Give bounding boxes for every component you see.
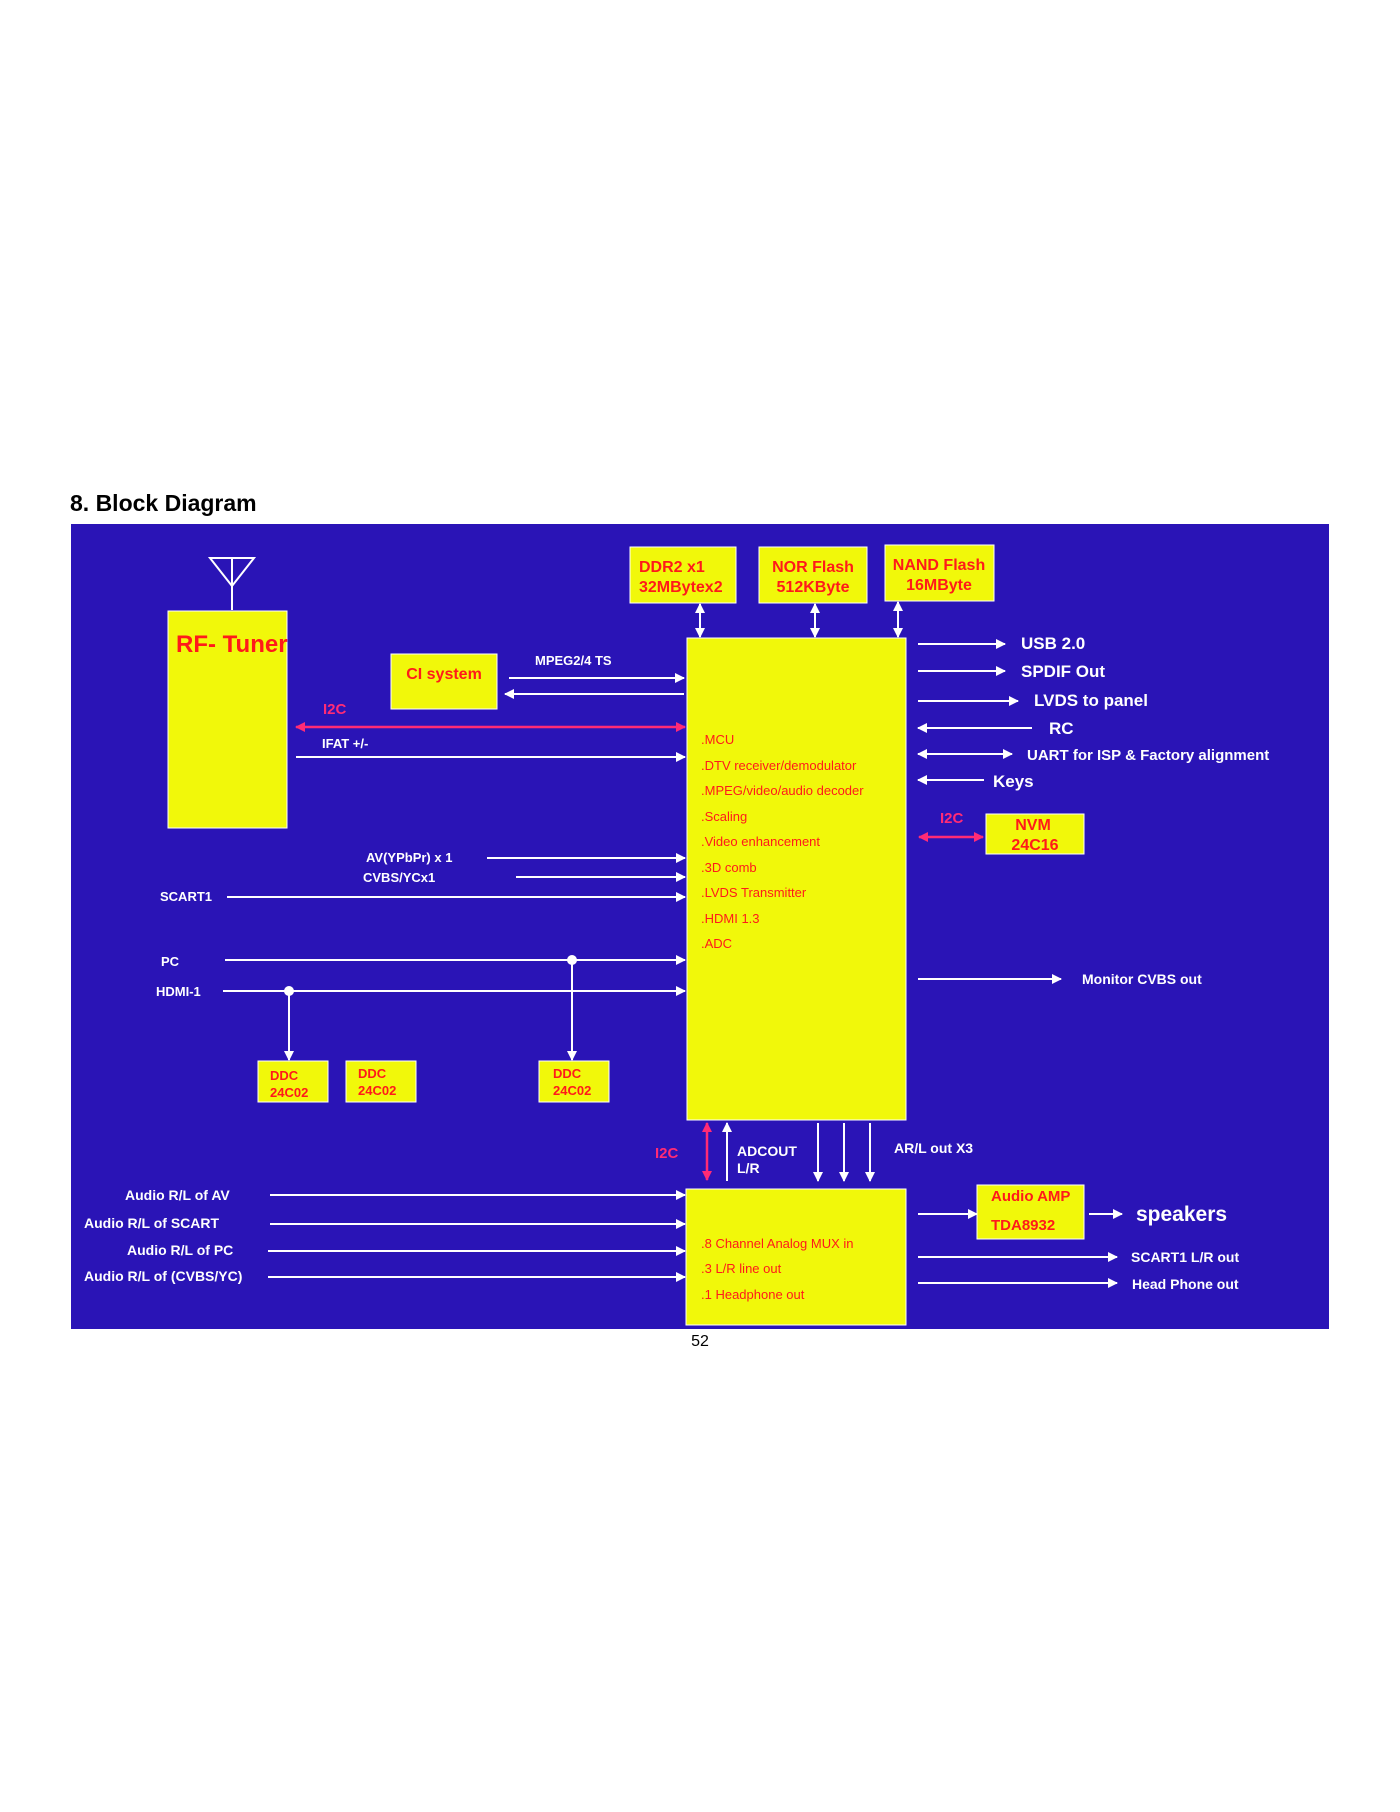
ddc-2-label-line1: DDC bbox=[358, 1066, 387, 1081]
nand-flash-block: NAND Flash 16MByte bbox=[884, 544, 995, 602]
nor-flash-block: NOR Flash 512KByte bbox=[758, 546, 868, 604]
soc-feature-dtv: .DTV receiver/demodulator bbox=[701, 758, 857, 773]
audio-input-cvbs-label: Audio R/L of (CVBS/YC) bbox=[84, 1268, 242, 1284]
audio-amp-label-line1: Audio AMP bbox=[991, 1188, 1070, 1205]
rc-label: RC bbox=[1049, 719, 1074, 738]
audio-mux-feature-lineout: .3 L/R line out bbox=[701, 1261, 782, 1276]
i2c-tuner-label: I2C bbox=[323, 701, 347, 718]
usb-label: USB 2.0 bbox=[1021, 634, 1085, 653]
soc-feature-video: .Video enhancement bbox=[701, 834, 820, 849]
ddc-3-label-line2: 24C02 bbox=[553, 1083, 591, 1098]
ddc-3-label-line1: DDC bbox=[553, 1066, 582, 1081]
nor-flash-label-line2: 512KByte bbox=[777, 579, 850, 596]
cvbs-yc-label: CVBS/YCx1 bbox=[363, 870, 435, 885]
scart1-lr-out-label: SCART1 L/R out bbox=[1131, 1249, 1239, 1265]
keys-label: Keys bbox=[993, 772, 1034, 791]
nvm-label-line1: NVM bbox=[1015, 817, 1051, 834]
ddr2-block: DDR2 x1 32MBytex2 bbox=[629, 546, 737, 604]
audio-amp-label-line2: TDA8932 bbox=[991, 1217, 1055, 1234]
headphone-out-label: Head Phone out bbox=[1132, 1276, 1239, 1292]
page-heading: 8. Block Diagram bbox=[70, 490, 257, 516]
ddc-1-label-line1: DDC bbox=[270, 1068, 299, 1083]
lvds-label: LVDS to panel bbox=[1034, 691, 1148, 710]
nand-flash-label-line2: 16MByte bbox=[906, 577, 972, 594]
ddc-block-1: DDC 24C02 bbox=[257, 1060, 329, 1103]
ddc-1-label-line2: 24C02 bbox=[270, 1085, 308, 1100]
av-ypbpr-label: AV(YPbPr) x 1 bbox=[366, 850, 452, 865]
ci-system-block: CI system bbox=[390, 653, 498, 710]
nvm-block: NVM 24C16 bbox=[985, 813, 1085, 855]
monitor-cvbs-label: Monitor CVBS out bbox=[1082, 971, 1202, 987]
adcout-label-line1: ADCOUT bbox=[737, 1143, 797, 1159]
rf-tuner-block: RF- Tuner bbox=[167, 610, 288, 829]
audio-mux-feature-headphone: .1 Headphone out bbox=[701, 1287, 805, 1302]
audio-input-pc-label: Audio R/L of PC bbox=[127, 1242, 233, 1258]
ddc-block-2: DDC 24C02 bbox=[345, 1060, 417, 1103]
audio-mux-block: .8 Channel Analog MUX in .3 L/R line out… bbox=[685, 1188, 907, 1326]
soc-feature-mcu: .MCU bbox=[701, 732, 734, 747]
hdmi-junction-dot bbox=[284, 986, 294, 996]
scart1-label: SCART1 bbox=[160, 889, 212, 904]
speakers-label: speakers bbox=[1136, 1203, 1227, 1226]
soc-feature-lvds: .LVDS Transmitter bbox=[701, 885, 807, 900]
nvm-label-line2: 24C16 bbox=[1011, 837, 1058, 854]
soc-feature-mpeg: .MPEG/video/audio decoder bbox=[701, 783, 864, 798]
ifat-label: IFAT +/- bbox=[322, 736, 368, 751]
audio-input-av-label: Audio R/L of AV bbox=[125, 1187, 230, 1203]
i2c-audio-label: I2C bbox=[655, 1145, 679, 1162]
audio-input-scart-label: Audio R/L of SCART bbox=[84, 1215, 220, 1231]
ddr2-label-line1: DDR2 x1 bbox=[639, 559, 705, 576]
hdmi1-label: HDMI-1 bbox=[156, 984, 201, 999]
antenna-icon bbox=[207, 557, 257, 610]
audio-mux-feature-mux: .8 Channel Analog MUX in bbox=[701, 1236, 853, 1251]
nor-flash-label-line1: NOR Flash bbox=[772, 559, 854, 576]
i2c-nvm-label: I2C bbox=[940, 810, 964, 827]
ar-out-label: AR/L out X3 bbox=[894, 1140, 973, 1156]
page-number: 52 bbox=[691, 1333, 709, 1350]
soc-feature-hdmi: .HDMI 1.3 bbox=[701, 911, 760, 926]
pc-junction-dot bbox=[567, 955, 577, 965]
nand-flash-label-line1: NAND Flash bbox=[893, 557, 985, 574]
mpeg-ts-label: MPEG2/4 TS bbox=[535, 653, 612, 668]
spdif-label: SPDIF Out bbox=[1021, 662, 1105, 681]
ddr2-label-line2: 32MBytex2 bbox=[639, 579, 723, 596]
soc-feature-adc: .ADC bbox=[701, 936, 732, 951]
soc-feature-3dcomb: .3D comb bbox=[701, 860, 757, 875]
ddc-block-3: DDC 24C02 bbox=[538, 1060, 610, 1103]
rf-tuner-label: RF- Tuner bbox=[176, 631, 288, 658]
main-soc-block: .MCU .DTV receiver/demodulator .MPEG/vid… bbox=[686, 637, 907, 1121]
ddc-2-label-line2: 24C02 bbox=[358, 1083, 396, 1098]
ci-system-label: CI system bbox=[406, 666, 482, 683]
adcout-label-line2: L/R bbox=[737, 1160, 760, 1176]
pc-label: PC bbox=[161, 954, 180, 969]
audio-amp-block: Audio AMP TDA8932 bbox=[976, 1184, 1085, 1240]
uart-label: UART for ISP & Factory alignment bbox=[1027, 747, 1269, 764]
soc-feature-scaling: .Scaling bbox=[701, 809, 747, 824]
